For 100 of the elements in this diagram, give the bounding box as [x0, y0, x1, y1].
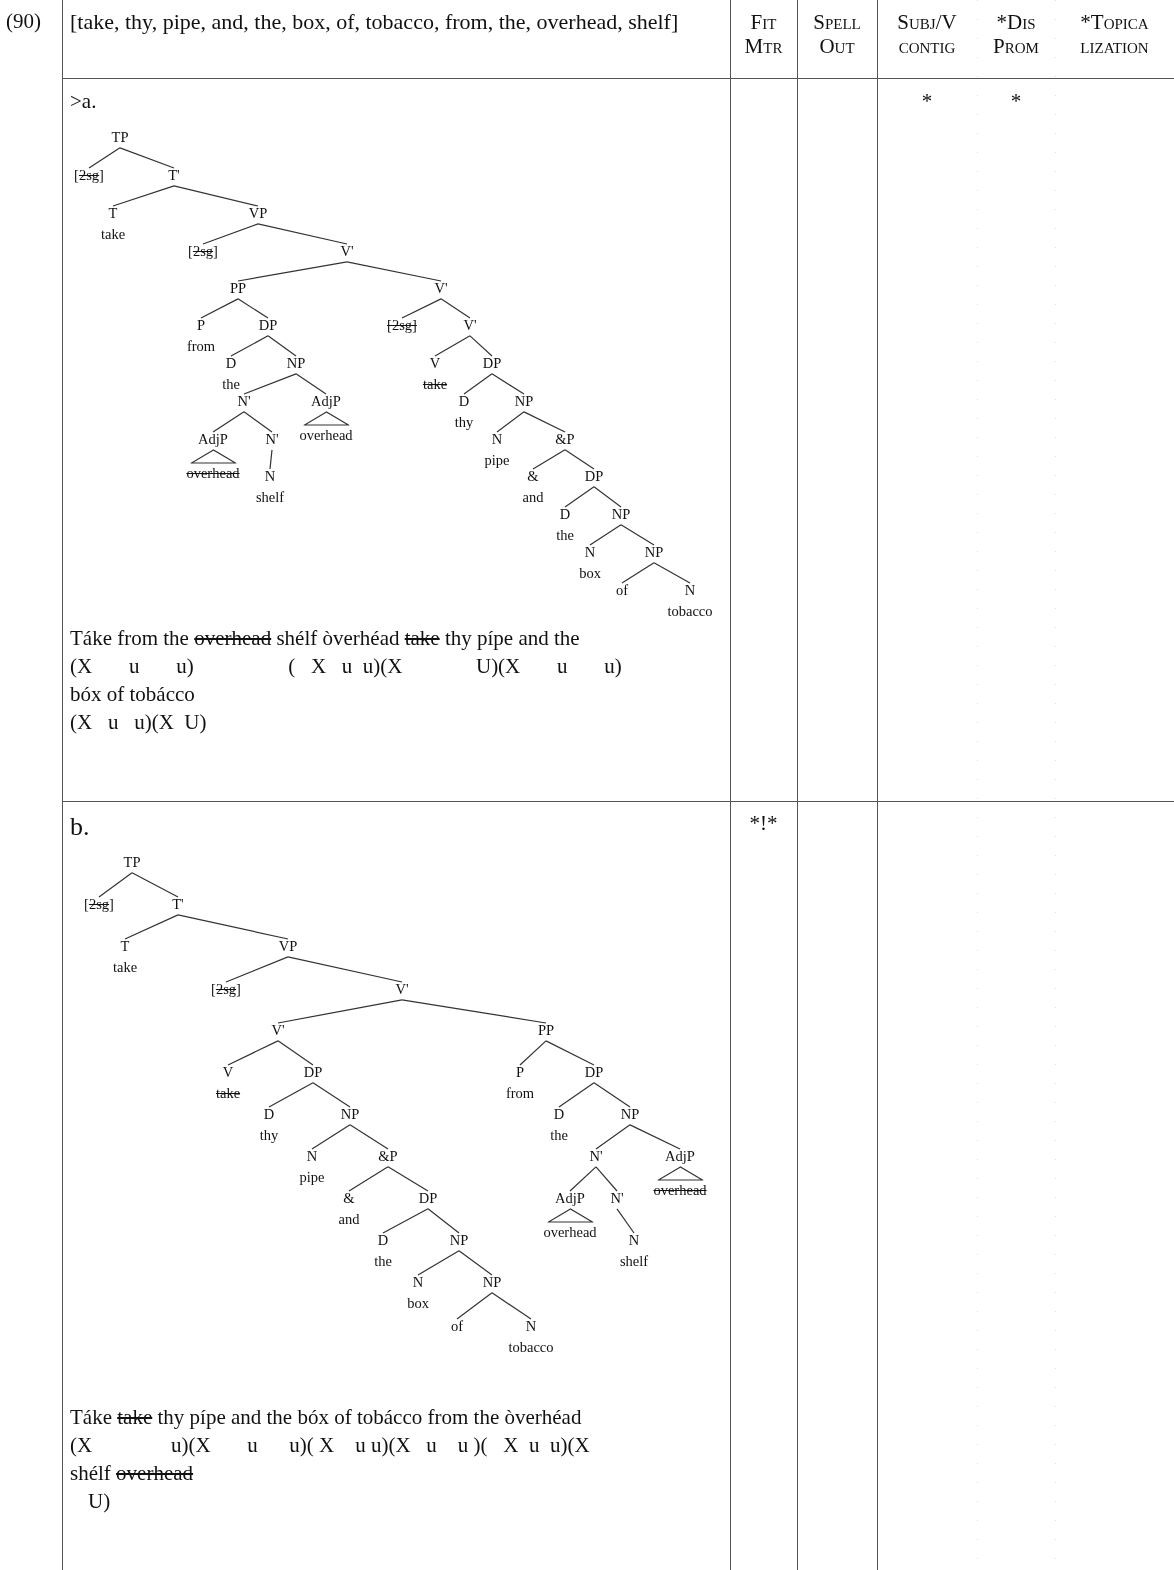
tree-branch: [225, 956, 289, 983]
category-label: of: [450, 1317, 464, 1336]
word-label: shelf: [619, 1251, 649, 1271]
tree-branch: [267, 335, 297, 357]
word-label: take: [112, 957, 138, 977]
category-label: DP: [258, 316, 278, 335]
category-label: &P: [555, 430, 575, 449]
category-label: DP: [584, 1063, 604, 1082]
category-label: D: [553, 1105, 565, 1124]
category-label: T': [168, 166, 180, 185]
tree-branch: [595, 1166, 618, 1192]
tree-branch: [558, 1082, 595, 1108]
tree-branch: [564, 486, 595, 508]
violation-mark: *: [1009, 88, 1023, 115]
category-label: T': [172, 895, 184, 914]
stress-grid-text: (X u u)(X U): [70, 709, 207, 736]
category-label: DP: [584, 467, 604, 486]
category-label: N: [491, 430, 503, 449]
tree-branch: [401, 999, 547, 1024]
tree-branch: [269, 449, 273, 470]
tree-branch: [287, 956, 403, 983]
word-label: overhead: [543, 1222, 597, 1242]
tree-branch: [277, 1040, 314, 1066]
category-label: &P: [378, 1147, 398, 1166]
word-label: pipe: [299, 1167, 325, 1187]
category-label: N: [264, 467, 276, 486]
category-label: &: [527, 467, 539, 486]
category-label: N: [628, 1231, 640, 1250]
constraint-heading: *Topica lization: [1079, 10, 1150, 59]
tree-branch: [569, 1166, 597, 1192]
tree-branch: [589, 524, 622, 546]
category-label: VP: [278, 937, 298, 956]
category-label: TP: [123, 853, 141, 872]
tree-branch: [417, 1250, 460, 1276]
stress-grid-text: U): [88, 1488, 111, 1515]
sentence-text: Táke take thy pípe and the bóx of tobácco from the òverhéad: [70, 1404, 582, 1431]
word-label: from: [505, 1083, 535, 1103]
word-label: overhead: [186, 463, 240, 483]
tree-branch: [545, 1040, 595, 1066]
word-label: and: [338, 1209, 360, 1229]
tree-branch: [595, 1124, 631, 1150]
category-label: NP: [340, 1105, 360, 1124]
tree-branch: [519, 1040, 547, 1066]
tree-branch: [621, 562, 655, 584]
category-label: PP: [229, 279, 247, 298]
word-label: take: [422, 374, 448, 394]
tree-branch: [200, 298, 239, 319]
constraint-heading: *Dis Prom: [992, 10, 1040, 59]
violation-mark: *!*: [748, 810, 779, 837]
category-label: N: [684, 581, 696, 600]
stress-grid-text: (X u u) ( X u u)(X U)(X u u): [70, 653, 622, 680]
category-label: NP: [514, 392, 534, 411]
category-label: N': [237, 392, 251, 411]
category-label: of: [615, 581, 629, 600]
category-label: NP: [644, 543, 664, 562]
tree-branch: [312, 1082, 351, 1108]
category-label: N': [589, 1147, 603, 1166]
tree-branch: [491, 373, 525, 395]
category-label: D: [263, 1105, 275, 1124]
category-label: NP: [620, 1105, 640, 1124]
category-label: AdjP: [311, 392, 341, 411]
word-label: tobacco: [667, 601, 713, 621]
category-label: [2sg]: [188, 242, 218, 261]
category-label: [2sg]: [387, 316, 417, 335]
tree-branch: [212, 411, 245, 433]
tree-branch: [227, 1040, 279, 1066]
tree-branch: [346, 261, 442, 282]
category-label: NP: [286, 354, 306, 373]
violation-mark: *: [920, 88, 934, 115]
category-label: [2sg]: [211, 980, 241, 999]
word-label: take: [100, 224, 126, 244]
tree-branch: [295, 373, 327, 395]
constraint-heading: Subj/V contig: [896, 10, 958, 59]
category-label: V': [463, 316, 477, 335]
category-label: N: [525, 1317, 537, 1336]
tree-branch: [593, 486, 622, 508]
category-label: D: [225, 354, 237, 373]
tree-branch: [230, 335, 269, 357]
tree-branch: [458, 1250, 493, 1276]
category-label: DP: [303, 1063, 323, 1082]
word-label: thy: [259, 1125, 279, 1145]
tree-branch: [593, 1082, 631, 1108]
word-label: shelf: [255, 487, 285, 507]
tree-branch: [427, 1208, 460, 1234]
category-label: P: [196, 316, 206, 335]
category-label: N: [412, 1273, 424, 1292]
category-label: D: [559, 505, 571, 524]
tree-branch: [653, 562, 691, 584]
tree-branch: [311, 1124, 351, 1150]
category-label: N': [610, 1189, 624, 1208]
category-label: VP: [248, 204, 268, 223]
tree-branch: [243, 373, 297, 395]
category-label: AdjP: [665, 1147, 695, 1166]
word-label: tobacco: [508, 1337, 554, 1357]
tree-branch: [202, 223, 259, 245]
tree-branch: [456, 1292, 493, 1320]
category-label: N': [265, 430, 279, 449]
sentence-text: bóx of tobácco: [70, 681, 195, 708]
word-label: overhead: [653, 1180, 707, 1200]
tree-branch: [112, 185, 175, 207]
